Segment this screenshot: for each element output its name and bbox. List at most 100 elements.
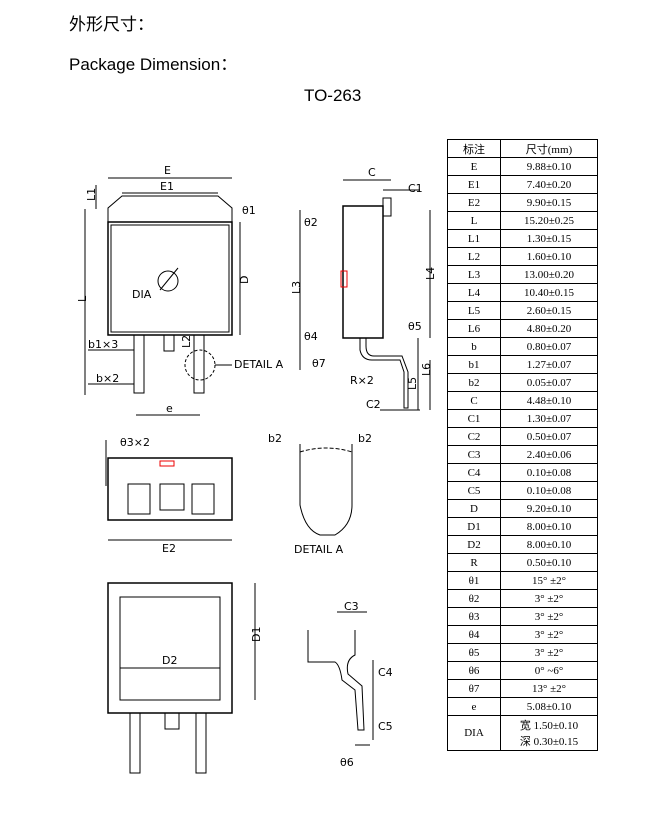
label-Rx2: R×2 xyxy=(350,374,374,387)
heading-cn: 外形尺寸： xyxy=(69,15,154,35)
dim-key: θ3 xyxy=(447,607,501,626)
dim-value: 5.08±0.10 xyxy=(500,697,598,716)
dim-key: C xyxy=(447,391,501,410)
dim-key: θ4 xyxy=(447,625,501,644)
dim-key: b1 xyxy=(447,355,501,374)
dim-key: D2 xyxy=(447,535,501,554)
back-view xyxy=(107,582,256,774)
label-theta5: θ5 xyxy=(408,320,422,333)
label-bx2: b×2 xyxy=(96,372,119,385)
dim-value: 1.30±0.07 xyxy=(500,409,598,428)
label-L1: L1 xyxy=(85,188,98,201)
label-C1: C1 xyxy=(408,182,423,195)
dim-value: 0.10±0.08 xyxy=(500,463,598,482)
dim-value: 13° ±2° xyxy=(500,679,598,698)
label-b2-right: b2 xyxy=(358,432,372,445)
dim-value: 1.27±0.07 xyxy=(500,355,598,374)
dim-key: E2 xyxy=(447,193,501,212)
label-C3: C3 xyxy=(344,600,359,613)
dim-key: θ2 xyxy=(447,589,501,608)
dim-value: 15° ±2° xyxy=(500,571,598,590)
label-C5: C5 xyxy=(378,720,393,733)
dim-key: b xyxy=(447,337,501,356)
label-D1: D1 xyxy=(250,627,263,642)
bottom-view xyxy=(105,440,233,541)
dim-value: 8.00±0.10 xyxy=(500,517,598,536)
label-detail-a: DETAIL A xyxy=(234,358,284,371)
label-L4: L4 xyxy=(424,267,437,280)
dim-value: 1.60±0.10 xyxy=(500,247,598,266)
dim-key: D xyxy=(447,499,501,518)
label-E2: E2 xyxy=(162,542,176,555)
drawing-labels: E E1 L1 θ1 D DIA L L2 b1×3 b×2 e DETAIL … xyxy=(76,164,437,769)
dim-value: 10.40±0.15 xyxy=(500,283,598,302)
dim-value: 9.20±0.10 xyxy=(500,499,598,518)
dim-key: L5 xyxy=(447,301,501,320)
lead-detail xyxy=(307,611,374,746)
dim-value: 3° ±2° xyxy=(500,643,598,662)
dim-value: 0.50±0.10 xyxy=(500,553,598,572)
dim-value: 2.40±0.06 xyxy=(500,445,598,464)
label-C2: C2 xyxy=(366,398,381,411)
dim-key: DIA xyxy=(447,715,501,751)
label-detail-a-view: DETAIL A xyxy=(294,543,344,556)
label-C: C xyxy=(368,166,376,179)
label-theta6: θ6 xyxy=(340,756,354,769)
dim-value: 4.80±0.20 xyxy=(500,319,598,338)
dim-value: 7.40±0.20 xyxy=(500,175,598,194)
dim-key: L xyxy=(447,211,501,230)
label-e: e xyxy=(166,402,173,415)
dim-key: E1 xyxy=(447,175,501,194)
label-b1x3: b1×3 xyxy=(88,338,118,351)
label-D2: D2 xyxy=(162,654,177,667)
dim-key: L2 xyxy=(447,247,501,266)
dim-key: L4 xyxy=(447,283,501,302)
dim-key: θ5 xyxy=(447,643,501,662)
label-L6: L6 xyxy=(420,363,433,376)
dim-key: R xyxy=(447,553,501,572)
label-DIA: DIA xyxy=(132,288,152,301)
dim-value: 0.50±0.07 xyxy=(500,427,598,446)
label-L2: L2 xyxy=(180,335,193,348)
dim-key: L6 xyxy=(447,319,501,338)
label-theta7: θ7 xyxy=(312,357,326,370)
dim-key: C1 xyxy=(447,409,501,428)
dim-key: θ6 xyxy=(447,661,501,680)
dia-width: 宽 1.50±0.10 xyxy=(519,720,579,732)
label-L3: L3 xyxy=(290,281,303,294)
dim-key: e xyxy=(447,697,501,716)
dim-key: E xyxy=(447,157,501,176)
label-E1: E1 xyxy=(160,180,174,193)
dim-value: 1.30±0.15 xyxy=(500,229,598,248)
label-theta3x2: θ3×2 xyxy=(120,436,150,449)
label-C4: C4 xyxy=(378,666,393,679)
dim-value: 3° ±2° xyxy=(500,625,598,644)
dim-key: C2 xyxy=(447,427,501,446)
dim-key: θ7 xyxy=(447,679,501,698)
